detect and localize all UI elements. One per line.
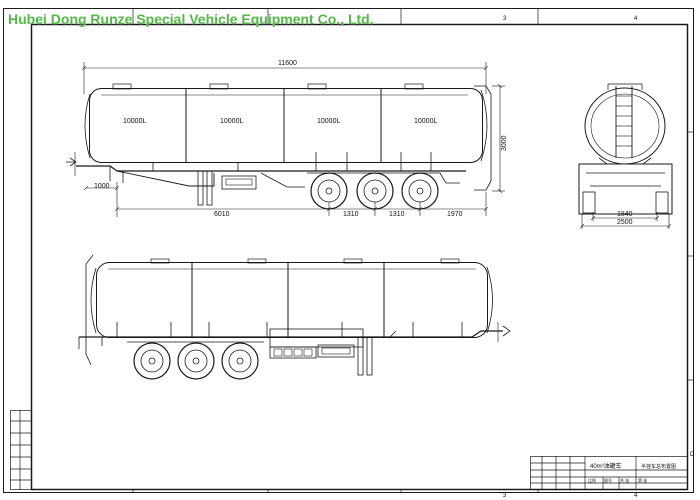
right-zone-d: D — [690, 452, 695, 458]
front-to-axle-dimension-label: 6010 — [214, 211, 230, 218]
company-watermark-text: Hubei Dong Runze Special Vehicle Equipme… — [8, 11, 374, 27]
compartment-label-3: 10000L — [317, 118, 340, 125]
compartment-label-1: 10000L — [123, 118, 146, 125]
lower-tank-body — [96, 262, 488, 338]
rear-view — [578, 83, 673, 229]
bottom-zone-4: 4 — [634, 493, 638, 499]
rear-view-labels: 1840 2500 — [617, 211, 633, 226]
border-zone-labels: 3 4 3 4 D — [503, 16, 695, 499]
drawing-frame — [3, 8, 694, 493]
compartment-label-2: 10000L — [220, 118, 243, 125]
title-block-text: 40m³油罐车 半挂车总布置图 比例 图号 共 张 第 张 — [588, 462, 676, 483]
top-zone-3: 3 — [503, 16, 507, 22]
rear-overhang-dimension-label: 1970 — [447, 211, 463, 218]
tank-body — [89, 88, 483, 163]
title-block-scale-mark: 比例 — [588, 477, 596, 483]
inner-width-label: 1840 — [617, 211, 633, 218]
axle-spacing-dimension-label-1: 1310 — [343, 211, 359, 218]
company-watermark: Hubei Dong Runze Special Vehicle Equipme… — [8, 8, 438, 30]
height-dimension-label: 3000 — [501, 135, 508, 151]
left-revision-strip — [10, 410, 32, 490]
outer-width-label: 2500 — [617, 219, 633, 226]
top-zone-4: 4 — [634, 16, 638, 22]
axle-spacing-dimension-label-2: 1310 — [389, 211, 405, 218]
king-pin-dimension-label: 1000 — [94, 183, 110, 190]
bottom-zone-3: 3 — [503, 493, 507, 499]
side-view-left-facing — [78, 254, 511, 380]
overall-length-label: 11600 — [278, 60, 297, 67]
side-view-labels: 11600 10000L 10000L 10000L 10000L 3000 1… — [94, 60, 508, 218]
lower-view-wheels — [133, 342, 259, 380]
side-view-right-facing — [66, 83, 492, 210]
side-view-wheels — [310, 172, 439, 210]
title-block-sheet-number-mark: 第 张 — [638, 477, 647, 483]
title-block-title: 半挂车总布置图 — [641, 463, 676, 470]
title-block — [530, 456, 688, 490]
title-block-drawing-number-mark: 图号 — [604, 477, 612, 483]
title-block-sheet-count-mark: 共 张 — [620, 477, 629, 483]
title-block-model: 40m³油罐车 — [590, 462, 622, 470]
compartment-label-4: 10000L — [414, 118, 437, 125]
side-view-dimensions — [84, 62, 505, 217]
